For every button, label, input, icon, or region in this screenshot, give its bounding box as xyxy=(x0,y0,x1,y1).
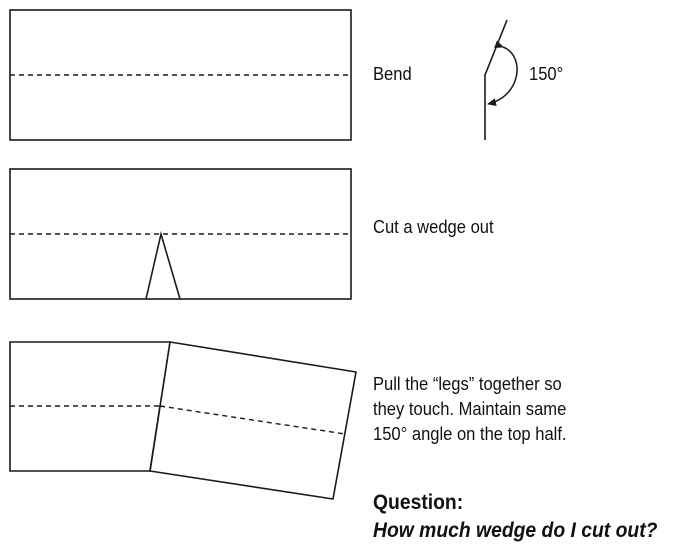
right-bend-line xyxy=(159,405,346,435)
pull-legs-line-2: they touch. Maintain same xyxy=(373,399,567,419)
seam-lower xyxy=(149,405,161,472)
bend-angle-figure xyxy=(484,19,518,140)
angle-label: 150° xyxy=(529,64,564,84)
question-text: How much wedge do I cut out? xyxy=(373,519,658,542)
joined-strip xyxy=(9,341,357,500)
wedge-cut xyxy=(145,230,181,300)
strip-wedge xyxy=(9,168,352,300)
angle-arc-arrow xyxy=(487,40,518,107)
question-heading: Question: xyxy=(373,491,464,514)
seam-upper xyxy=(159,341,171,407)
bend-caption: Bend xyxy=(373,64,412,84)
cut-wedge-caption: Cut a wedge out xyxy=(373,217,494,237)
bent-profile xyxy=(484,19,508,140)
pull-legs-line-3: 150° angle on the top half. xyxy=(373,424,567,444)
strip-bend xyxy=(9,9,352,141)
pull-legs-line-1: Pull the “legs” together so xyxy=(373,374,562,394)
